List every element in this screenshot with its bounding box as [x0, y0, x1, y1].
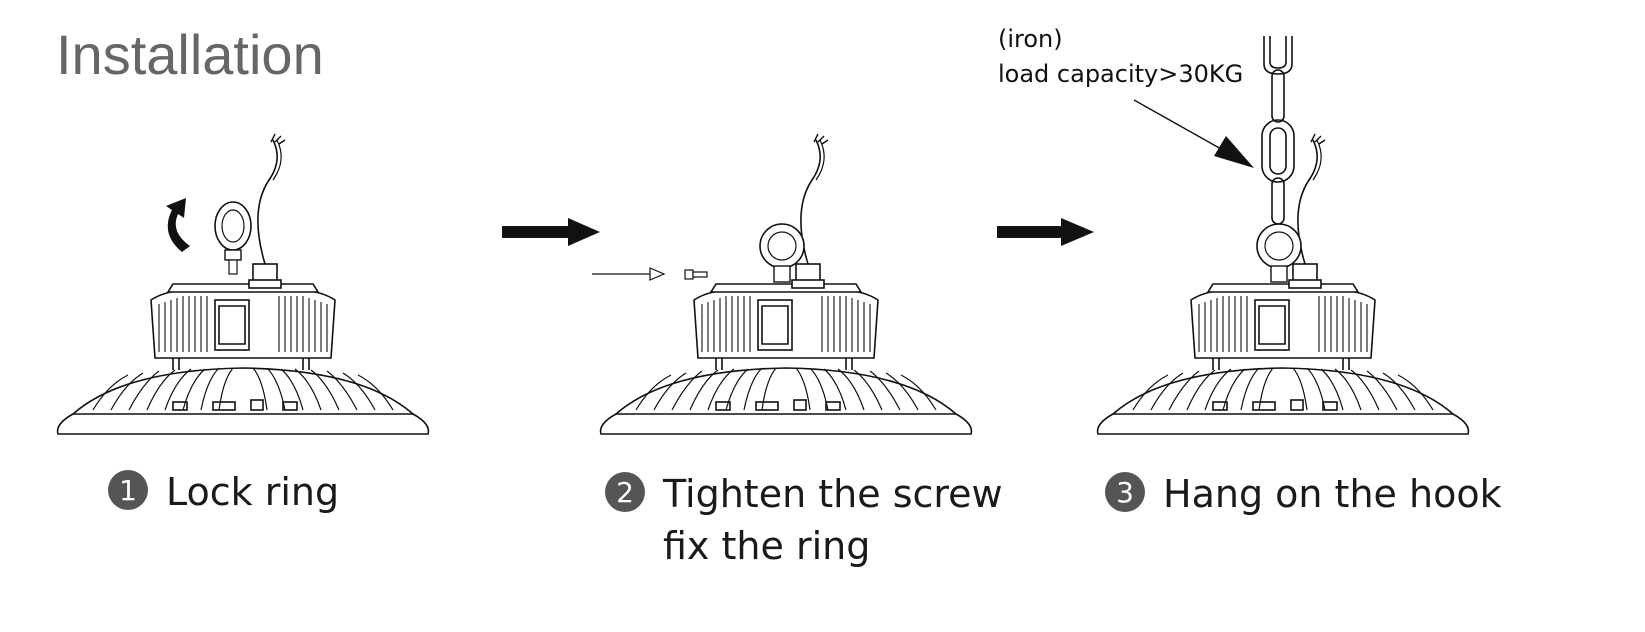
- page-title: Installation: [56, 23, 324, 86]
- lamp-step-3: [1096, 133, 1470, 435]
- lamp-step-1: [56, 133, 430, 435]
- material-label: (iron): [998, 25, 1063, 53]
- screw-icon: [592, 267, 708, 281]
- load-capacity-note: (iron) load capacity>30KG: [998, 22, 1243, 92]
- step-label: Tighten the screw fix the ring: [663, 468, 1003, 572]
- lamp-step-2: [599, 133, 973, 435]
- step-label-line-1: Tighten the screw: [663, 472, 1003, 516]
- right-arrow-icon: [997, 218, 1094, 246]
- step-label-line-1: Lock ring: [166, 470, 340, 514]
- step-label-line-2: fix the ring: [663, 524, 871, 568]
- chain-hook-icon: [1261, 36, 1295, 225]
- step-number-badge: 3: [1105, 472, 1145, 512]
- step-3: 3 Hang on the hook: [1105, 468, 1502, 520]
- right-arrow-icon: [502, 218, 600, 246]
- rotate-arrow-icon: [166, 198, 190, 252]
- step-number-badge: 2: [605, 472, 645, 512]
- step-1: 1 Lock ring: [108, 466, 339, 518]
- step-2: 2 Tighten the screw fix the ring: [605, 468, 1003, 572]
- capacity-label: load capacity>30KG: [998, 60, 1244, 88]
- step-label: Lock ring: [166, 466, 339, 518]
- pointer-arrow-icon: [1133, 99, 1254, 168]
- step-number-badge: 1: [108, 470, 148, 510]
- step-label: Hang on the hook: [1163, 468, 1502, 520]
- step-label-line-1: Hang on the hook: [1163, 472, 1502, 516]
